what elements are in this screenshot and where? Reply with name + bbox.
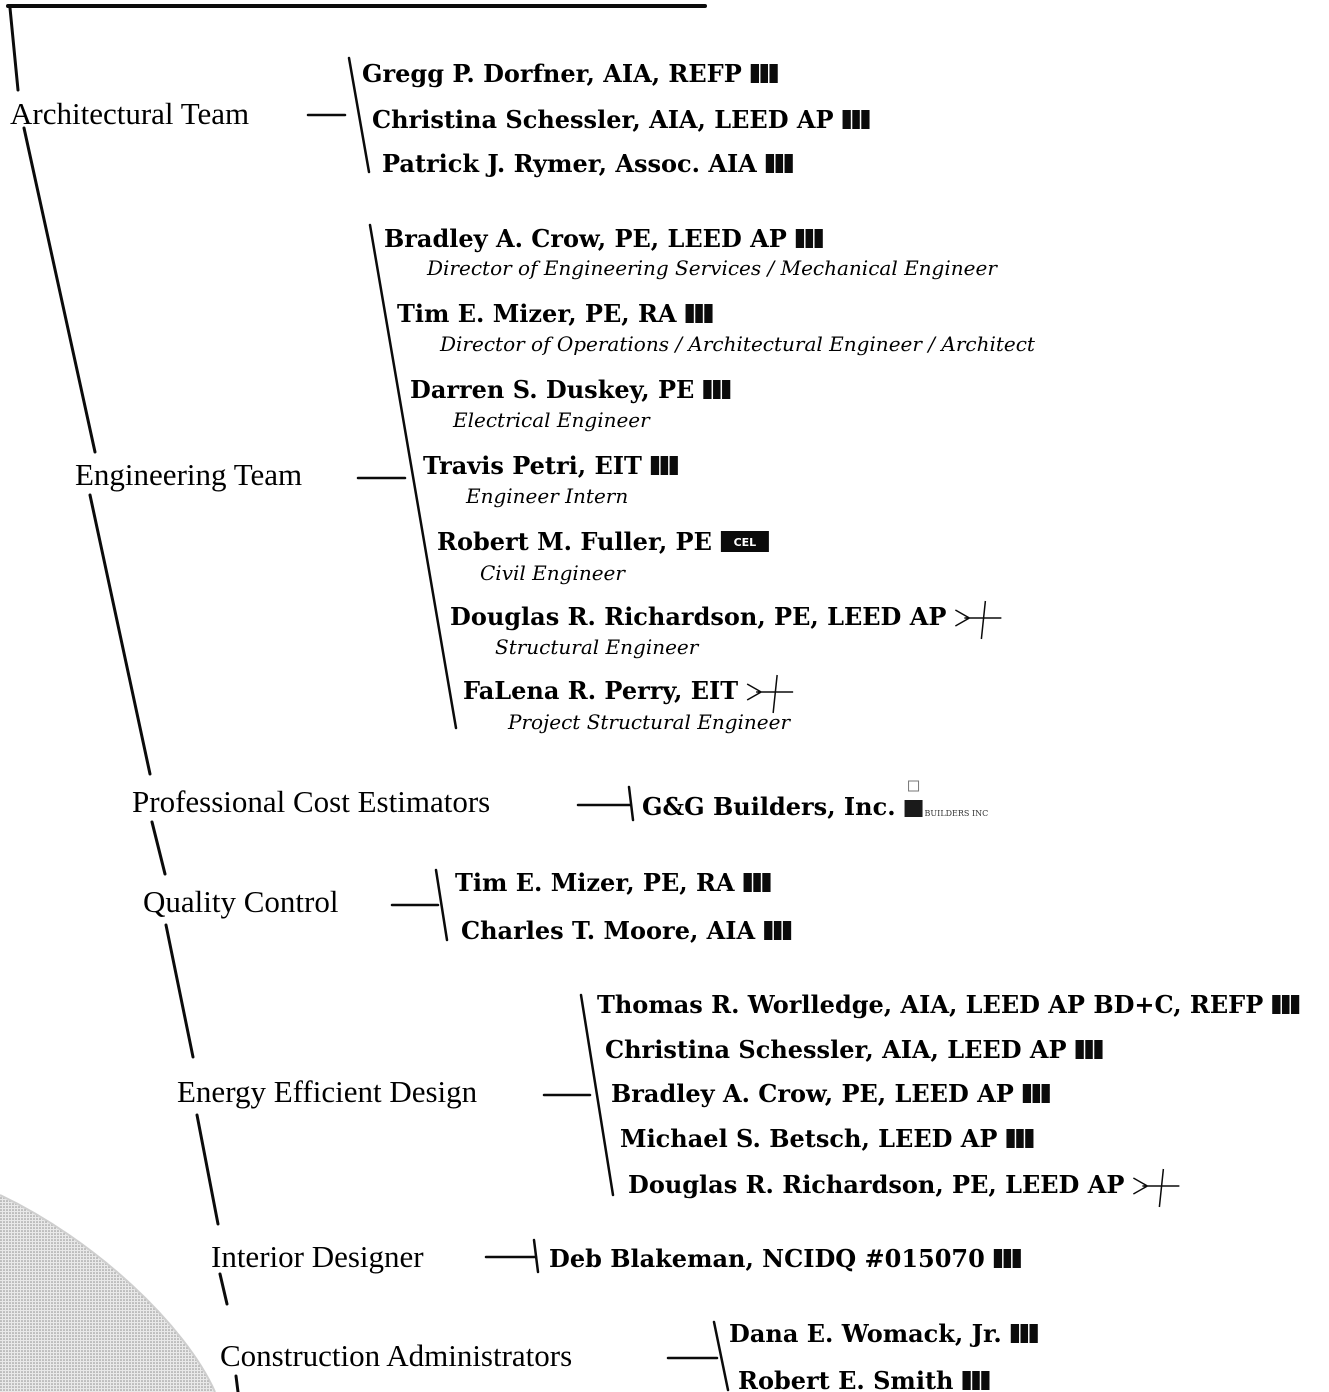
category-label-professional-cost-estimators: Professional Cost Estimators (132, 784, 490, 819)
bracket (579, 993, 615, 1197)
member-name: Robert E. Smith (738, 1366, 953, 1392)
member-name: Darren S. Duskey, PE (410, 375, 694, 404)
credential-logo (993, 1249, 1021, 1268)
signature-mark (1133, 1168, 1180, 1208)
member-name: Gregg P. Dorfner, AIA, REFP (362, 59, 742, 88)
cel-logo: CEL (720, 531, 769, 552)
credential-logo (1010, 1324, 1038, 1343)
spine-segment (22, 126, 97, 454)
category-label-architectural-team: Architectural Team (10, 96, 249, 131)
category-label-interior-designer: Interior Designer (211, 1239, 424, 1274)
credential-logo (685, 304, 713, 323)
spine-segment (218, 1272, 229, 1306)
bracket (627, 785, 635, 822)
signature-mark (955, 600, 1002, 640)
spine-segment (88, 493, 152, 776)
credential-logo (650, 456, 678, 475)
member-name: Tim E. Mizer, PE, RA (397, 299, 677, 328)
gg-builders-logo-text: BUILDERS INC (925, 809, 989, 818)
credential-logo (765, 154, 793, 173)
spine-segment (8, 6, 20, 92)
credential-logo (703, 380, 731, 399)
member-name: G&G Builders, Inc. (642, 792, 896, 821)
bracket (532, 1238, 540, 1274)
bracket (434, 868, 449, 942)
spine-segment (150, 820, 167, 876)
credential-logo (842, 110, 870, 129)
credential-logo (962, 1371, 990, 1390)
member-name: Thomas R. Worlledge, AIA, LEED AP BD+C, … (597, 990, 1263, 1019)
category-label-quality-control: Quality Control (143, 884, 338, 919)
gg-builders-logo: BUILDERS INC (904, 780, 989, 818)
member-name: Dana E. Womack, Jr. (729, 1319, 1002, 1348)
credential-logo (1075, 1040, 1103, 1059)
spine-segment (234, 1374, 240, 1392)
member-name: Bradley A. Crow, PE, LEED AP (384, 224, 787, 253)
member-role: Director of Engineering Services / Mecha… (426, 256, 998, 280)
category-label-engineering-team: Engineering Team (75, 457, 302, 492)
credential-logo (1006, 1129, 1034, 1148)
spine-segment (164, 923, 195, 1059)
member-name: Charles T. Moore, AIA (461, 916, 756, 945)
bracket (347, 56, 371, 174)
member-name: Tim E. Mizer, PE, RA (455, 868, 735, 897)
spine-segment (195, 1113, 220, 1226)
member-name: Christina Schessler, AIA, LEED AP (372, 105, 834, 134)
category-label-energy-efficient-design: Energy Efficient Design (177, 1074, 478, 1109)
signature-mark (746, 674, 794, 714)
member-role: Project Structural Engineer (507, 710, 791, 734)
member-name: Christina Schessler, AIA, LEED AP (605, 1035, 1067, 1064)
member-name: Patrick J. Rymer, Assoc. AIA (382, 149, 757, 178)
member-role: Engineer Intern (465, 484, 628, 508)
credential-logo (1272, 995, 1300, 1014)
bracket (368, 223, 458, 730)
credential-logo (750, 64, 778, 83)
credential-logo (795, 229, 823, 248)
member-name: Bradley A. Crow, PE, LEED AP (611, 1079, 1014, 1108)
member-name: Deb Blakeman, NCIDQ #015070 (549, 1244, 985, 1273)
bracket (712, 1320, 730, 1392)
member-name: Douglas R. Richardson, PE, LEED AP (628, 1170, 1124, 1199)
member-name: FaLena R. Perry, EIT (463, 676, 738, 705)
decorative-swoosh (0, 1195, 215, 1392)
member-role: Director of Operations / Architectural E… (439, 332, 1036, 356)
member-name: Robert M. Fuller, PE (437, 527, 712, 556)
member-name: Douglas R. Richardson, PE, LEED AP (450, 602, 946, 631)
member-name: Michael S. Betsch, LEED AP (620, 1124, 997, 1153)
member-name: Travis Petri, EIT (423, 451, 642, 480)
member-role: Civil Engineer (480, 561, 626, 585)
category-label-construction-administrators: Construction Administrators (220, 1338, 572, 1373)
member-role: Structural Engineer (495, 635, 700, 659)
decorative-swoosh-edge (0, 1194, 216, 1392)
cel-logo-text: CEL (734, 536, 757, 549)
credential-logo (1022, 1084, 1050, 1103)
credential-logo (743, 873, 771, 892)
credential-logo (764, 921, 792, 940)
member-role: Electrical Engineer (452, 408, 651, 432)
